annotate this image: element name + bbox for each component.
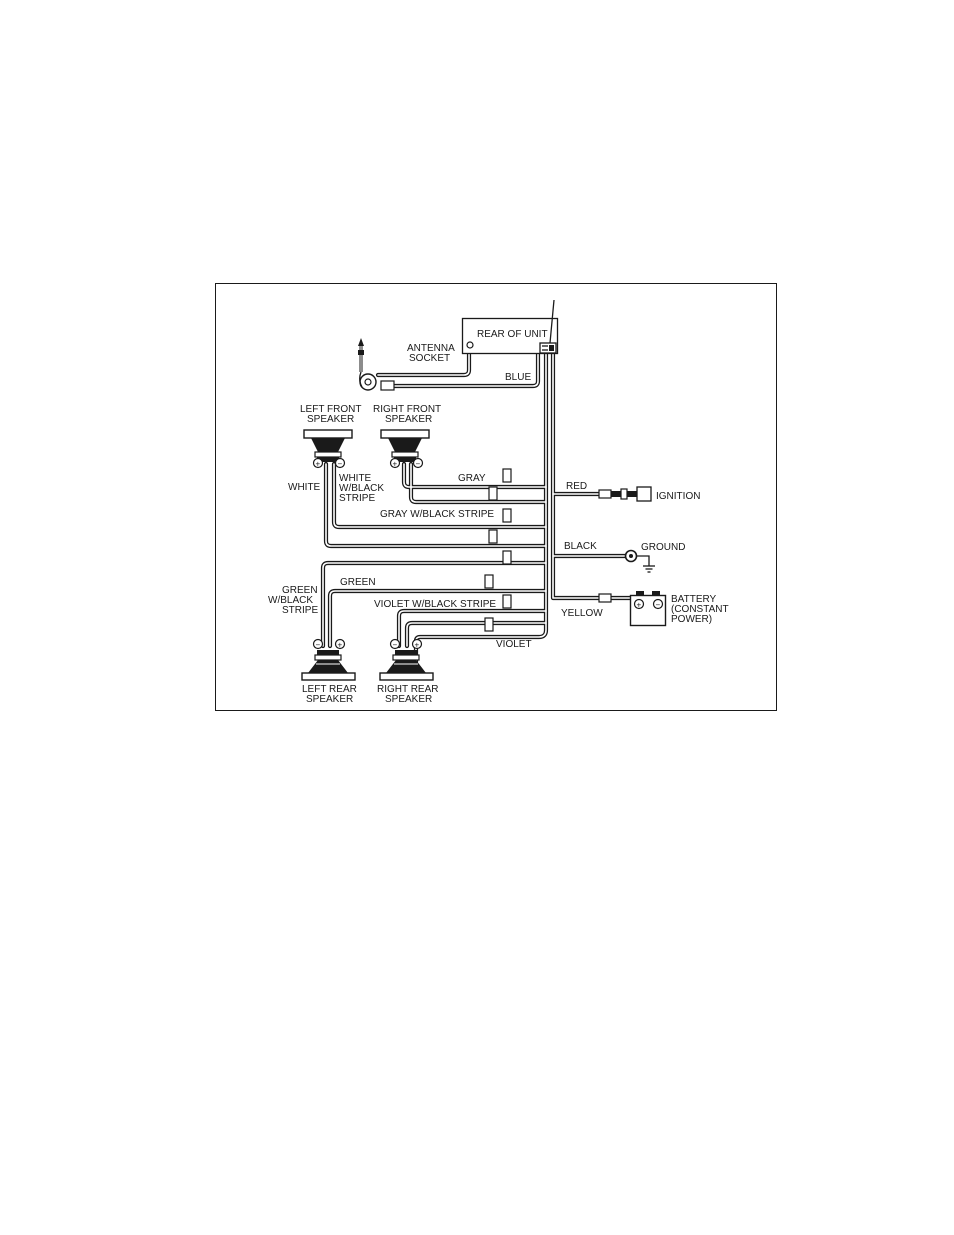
svg-text:−: − xyxy=(416,460,421,469)
gray-wire-label: GRAY xyxy=(458,473,486,484)
battery-icon: + − xyxy=(629,591,667,627)
svg-text:−: − xyxy=(656,601,661,610)
right-front-speaker-icon: + − xyxy=(380,429,430,469)
white-black-label-2: W/BLACK xyxy=(339,483,384,494)
svg-text:+: + xyxy=(637,601,642,610)
left-front-label-1: LEFT FRONT xyxy=(300,404,361,415)
white-wire-label: WHITE xyxy=(288,482,321,493)
green-black-label-1: GREEN xyxy=(282,585,318,596)
left-rear-label-1: LEFT REAR xyxy=(302,684,357,695)
svg-text:−: − xyxy=(338,460,343,469)
left-rear-speaker-icon: − + xyxy=(301,638,356,681)
svg-text:+: + xyxy=(338,641,343,650)
ground-label: GROUND xyxy=(641,542,685,553)
right-rear-label-1: RIGHT REAR xyxy=(377,684,439,695)
battery-label-1: BATTERY xyxy=(671,594,717,605)
white-black-label-1: WHITE xyxy=(339,473,372,484)
gray-black-wire-label: GRAY W/BLACK STRIPE xyxy=(380,509,494,520)
right-rear-speaker-icon: − + xyxy=(379,638,434,681)
diagram-frame xyxy=(215,283,777,711)
head-unit: REAR OF UNIT xyxy=(461,299,559,355)
svg-text:+: + xyxy=(316,460,321,469)
right-rear-label-2: SPEAKER xyxy=(385,694,432,705)
ignition-plug-icon xyxy=(611,486,652,502)
battery-label-3: POWER) xyxy=(671,614,712,625)
right-front-label-2: SPEAKER xyxy=(385,414,432,425)
svg-text:−: − xyxy=(393,641,398,650)
green-wire-label: GREEN xyxy=(340,577,376,588)
svg-text:−: − xyxy=(316,641,321,650)
green-black-label-2: W/BLACK xyxy=(268,595,313,606)
red-wire-label: RED xyxy=(566,481,587,492)
ignition-label: IGNITION xyxy=(656,491,700,502)
antenna-label-2: SOCKET xyxy=(409,353,450,364)
battery-label-2: (CONSTANT xyxy=(671,604,729,615)
svg-text:+: + xyxy=(415,641,420,650)
violet-wire-label: VIOLET xyxy=(496,639,532,650)
black-wire-label: BLACK xyxy=(564,541,597,552)
wire-harness-highlight xyxy=(322,349,631,663)
green-black-label-3: STRIPE xyxy=(282,605,318,616)
white-black-label-3: STRIPE xyxy=(339,493,375,504)
left-rear-label-2: SPEAKER xyxy=(306,694,353,705)
left-front-speaker-icon: + − xyxy=(303,429,353,469)
antenna-label-1: ANTENNA xyxy=(407,343,455,354)
yellow-wire-label: YELLOW xyxy=(561,608,603,619)
violet-black-wire-label: VIOLET W/BLACK STRIPE xyxy=(374,599,496,610)
left-front-label-2: SPEAKER xyxy=(307,414,354,425)
inline-connectors xyxy=(380,380,612,632)
ground-icon xyxy=(624,549,655,573)
unit-label: REAR OF UNIT xyxy=(477,329,548,340)
blue-wire-label: BLUE xyxy=(505,372,531,383)
svg-text:+: + xyxy=(393,460,398,469)
antenna-icon xyxy=(358,338,377,391)
right-front-label-1: RIGHT FRONT xyxy=(373,404,441,415)
